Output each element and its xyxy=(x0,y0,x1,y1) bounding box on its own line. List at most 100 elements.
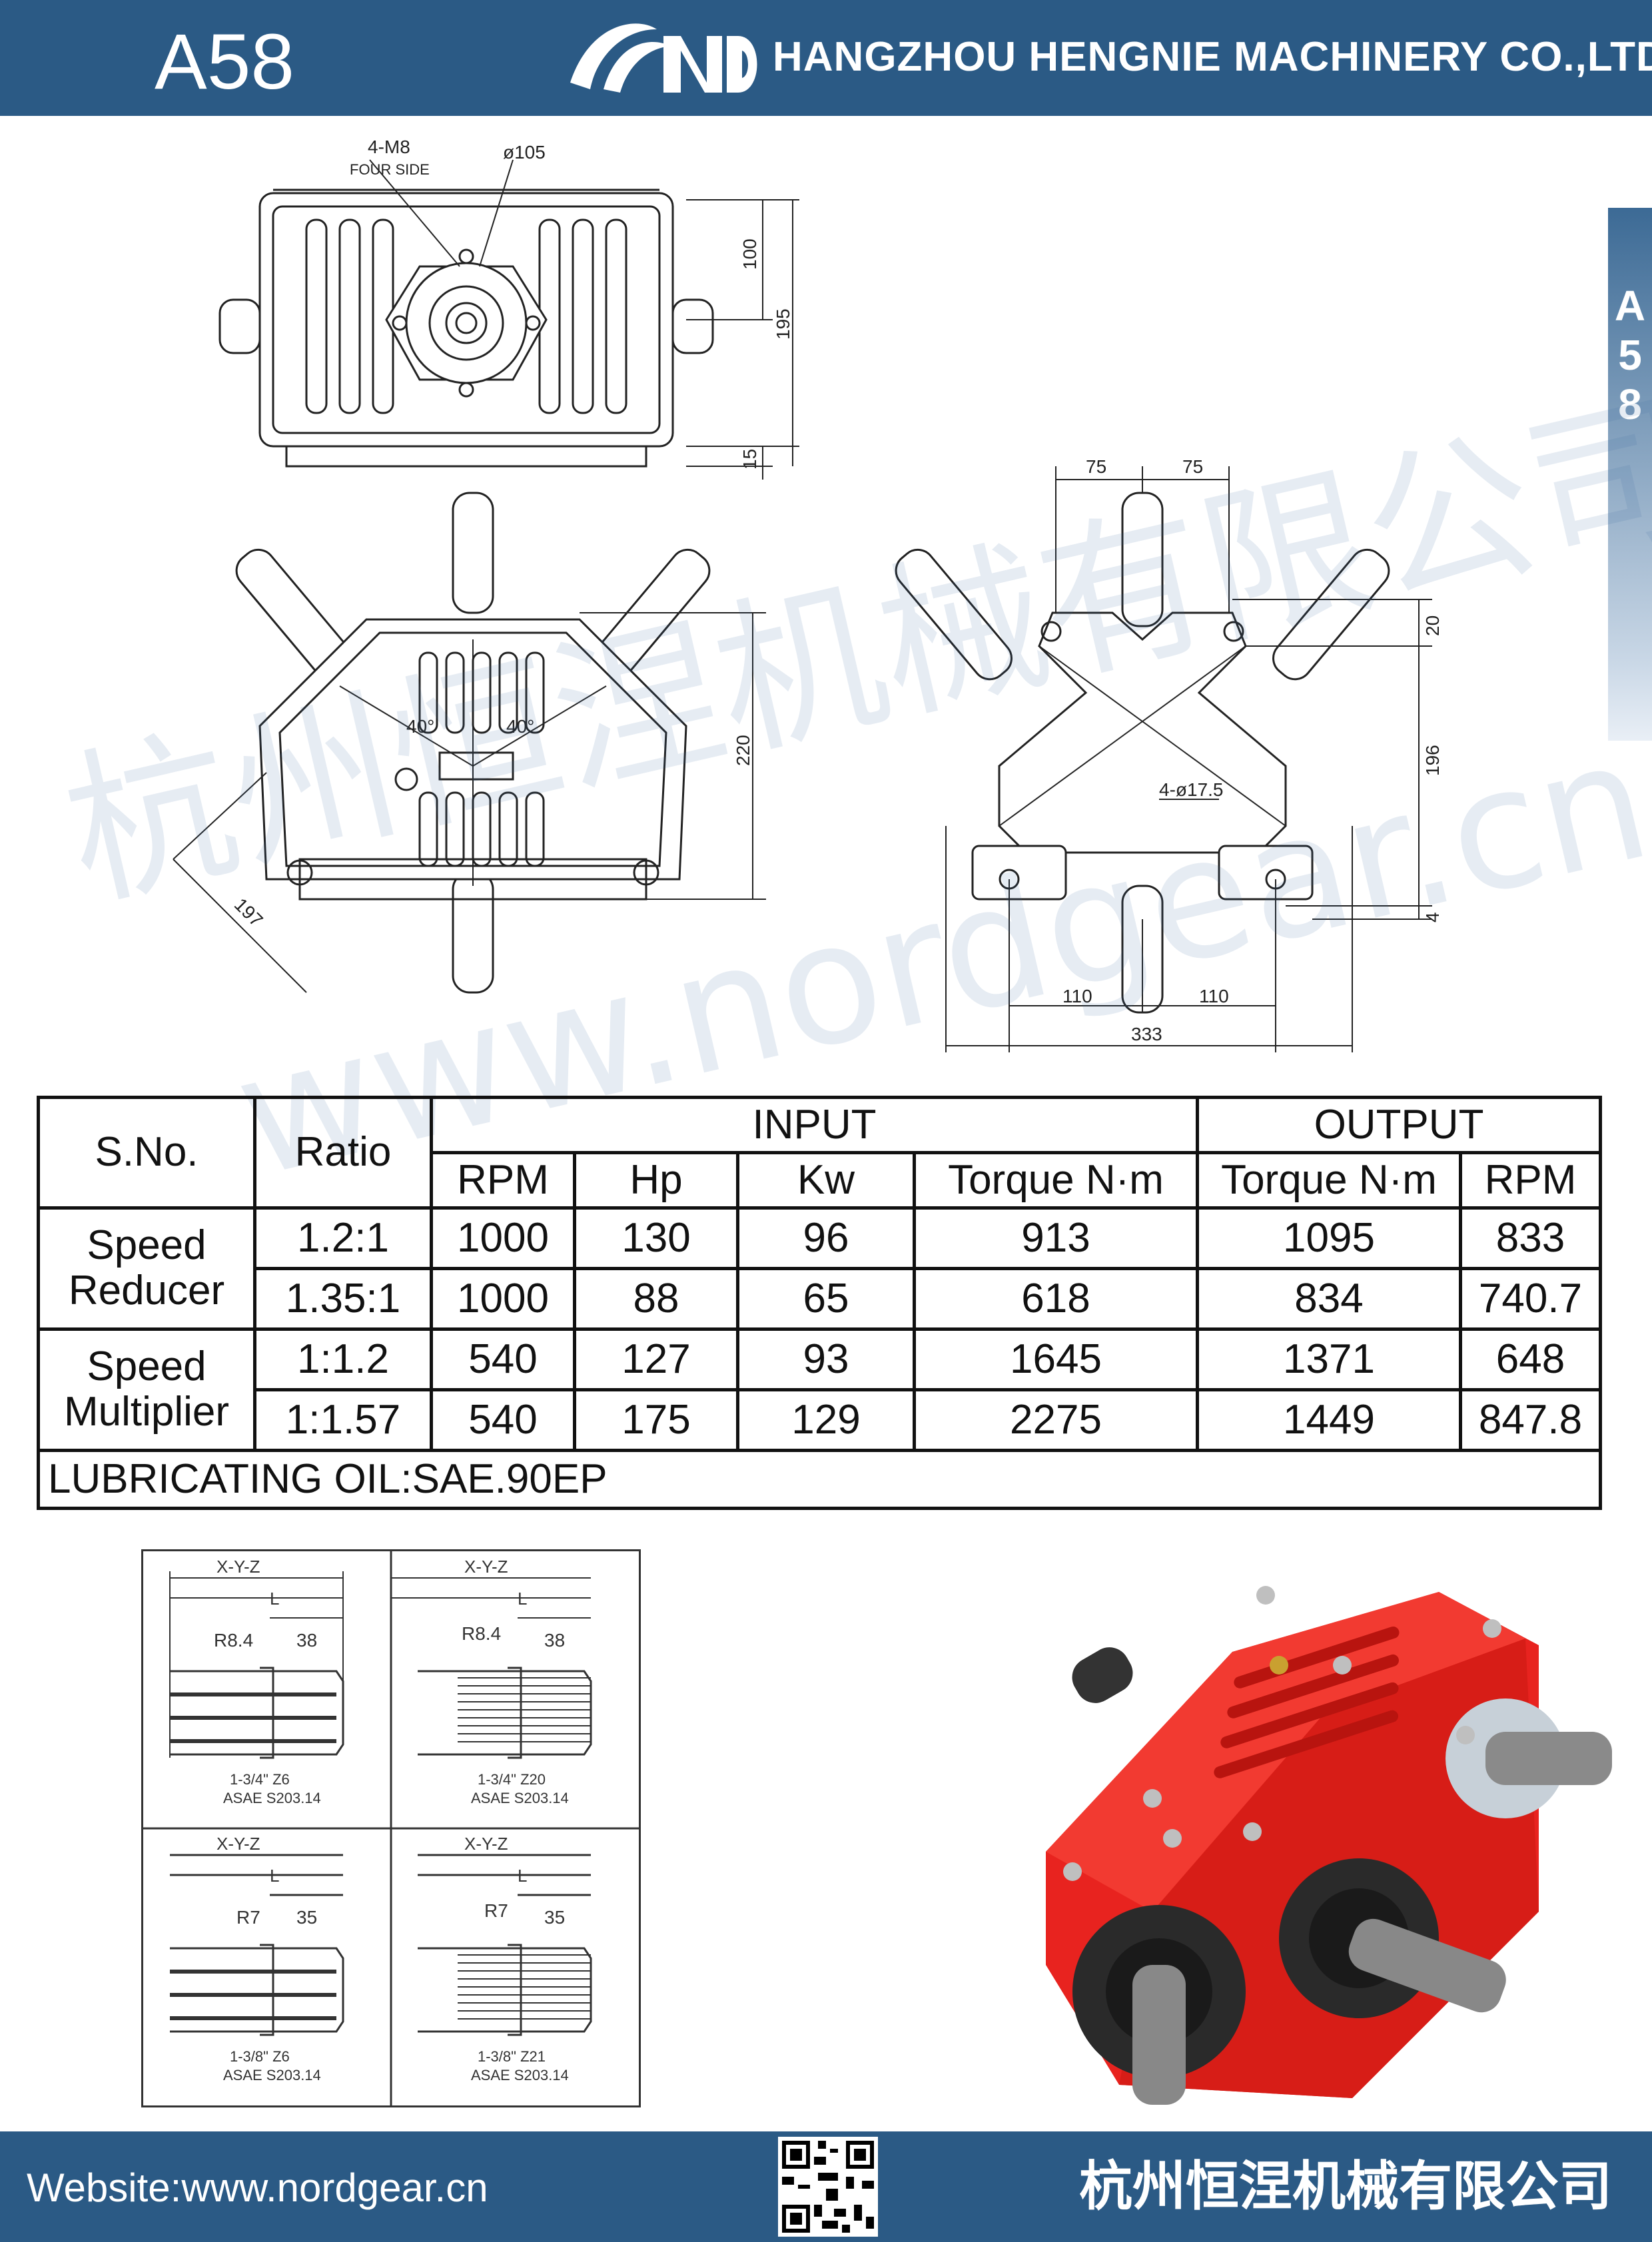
cell-ratio: 1:1.2 xyxy=(253,1327,433,1391)
table-row: Speed Reducer 1.2:1 1000 130 96 913 1095… xyxy=(37,1206,1602,1331)
company-name-cn: 杭州恒涅机械有限公司 xyxy=(1079,2155,1612,2217)
dim-label: 110 xyxy=(1199,986,1229,1006)
spline-radius: R7 xyxy=(236,1907,260,1928)
table-row: 1:1.57 540 175 129 2275 1449 847.8 xyxy=(39,1387,1602,1453)
spline-radius: R8.4 xyxy=(214,1630,254,1651)
group-label: Speed Reducer xyxy=(37,1206,256,1331)
dim-label: 75 xyxy=(1182,456,1203,477)
cell-torque-out: 1449 xyxy=(1196,1387,1462,1453)
group-label-line: Speed xyxy=(87,1343,206,1390)
spline-std: ASAE S203.14 xyxy=(223,1790,321,1806)
website-link[interactable]: Website:www.nordgear.cn xyxy=(27,2165,488,2210)
cell-rpm: 540 xyxy=(430,1327,576,1391)
lubricating-oil: LUBRICATING OIL:SAE.90EP xyxy=(37,1449,1602,1510)
spline-title: X-Y-Z xyxy=(216,1557,260,1577)
header-in-torque: Torque N·m xyxy=(913,1150,1199,1210)
cell-torque-in: 2275 xyxy=(913,1387,1199,1453)
cell-rpm-out: 833 xyxy=(1459,1206,1602,1270)
header-output: OUTPUT xyxy=(1196,1096,1602,1154)
cell-rpm-out: 847.8 xyxy=(1459,1387,1602,1453)
cell-torque-out: 1095 xyxy=(1196,1206,1462,1270)
dim-label: 4 xyxy=(1422,912,1443,923)
spline-len: L xyxy=(518,1866,528,1886)
cell-hp: 127 xyxy=(573,1327,739,1391)
side-tab-letter: A xyxy=(1614,282,1646,330)
cell-ratio: 1:1.57 xyxy=(253,1387,433,1453)
spline-cell: X-Y-Z L R8.4 38 1-3/4" Z6 ASAE S203.14 xyxy=(143,1551,390,1827)
dim-label: 75 xyxy=(1086,456,1106,477)
header-in-kw: Kw xyxy=(736,1150,916,1210)
cell-ratio: 1.35:1 xyxy=(253,1266,433,1331)
header-out-rpm: RPM xyxy=(1459,1150,1602,1210)
cell-rpm: 1000 xyxy=(430,1206,576,1270)
dim-label: 333 xyxy=(1131,1024,1162,1044)
table-row: Speed Multiplier 1:1.2 540 127 93 1645 1… xyxy=(37,1327,1602,1453)
company-name: HANGZHOU HENGNIE MACHINERY CO.,LTD xyxy=(773,34,1652,80)
cell-torque-out: 1371 xyxy=(1196,1327,1462,1391)
spline-std: ASAE S203.14 xyxy=(471,1790,569,1806)
side-tab: A 5 8 xyxy=(1608,208,1652,741)
gearbox-photo xyxy=(953,1565,1619,2111)
spline-size: 1-3/4" Z6 xyxy=(230,1771,290,1788)
dim-label: 110 xyxy=(1062,986,1092,1006)
spline-radius: R8.4 xyxy=(462,1623,502,1644)
group-label-line: Multiplier xyxy=(63,1389,230,1435)
spline-size: 1-3/4" Z20 xyxy=(478,1771,546,1788)
cell-rpm-out: 648 xyxy=(1459,1327,1602,1391)
cell-torque-in: 618 xyxy=(913,1266,1199,1331)
header-bar: A58 HANGZHOU HENGNIE MACHINERY CO.,LTD xyxy=(0,0,1652,116)
cell-hp: 130 xyxy=(573,1206,739,1270)
header-in-rpm: RPM xyxy=(430,1150,576,1210)
cell-kw: 96 xyxy=(736,1206,916,1270)
cell-kw: 93 xyxy=(736,1327,916,1391)
dim-label: 195 xyxy=(773,308,793,340)
spline-cell: X-Y-Z L R7 35 1-3/8" Z21 ASAE S203.14 xyxy=(391,1828,637,2104)
spline-len: L xyxy=(270,1866,280,1886)
spline-dim: 38 xyxy=(296,1630,318,1651)
dim-label: 220 xyxy=(733,735,753,766)
model-number: A58 xyxy=(155,18,294,106)
cell-ratio: 1.2:1 xyxy=(253,1206,433,1270)
dim-label: 40° xyxy=(406,716,434,737)
qr-code-icon xyxy=(778,2137,878,2237)
spline-details: X-Y-Z L R8.4 38 1-3/4" Z6 ASAE S203.14 X… xyxy=(141,1549,641,2107)
cell-hp: 88 xyxy=(573,1266,739,1331)
spline-dim: 35 xyxy=(296,1907,318,1928)
footer-bar: Website:www.nordgear.cn 杭州恒涅机械有限公司 xyxy=(0,2131,1652,2242)
dim-label: 4-ø17.5 xyxy=(1159,779,1224,800)
spline-std: ASAE S203.14 xyxy=(471,2067,569,2083)
header-input: INPUT xyxy=(430,1096,1199,1154)
cell-rpm: 1000 xyxy=(430,1266,576,1331)
dim-label: 100 xyxy=(739,238,760,270)
side-tab-letter: 8 xyxy=(1618,380,1642,428)
dim-label: 196 xyxy=(1422,745,1443,776)
spline-size: 1-3/8" Z6 xyxy=(230,2048,290,2065)
spline-radius: R7 xyxy=(484,1900,508,1921)
spline-len: L xyxy=(270,1589,280,1609)
cell-torque-in: 1645 xyxy=(913,1327,1199,1391)
spline-size: 1-3/8" Z21 xyxy=(478,2048,546,2065)
spline-std: ASAE S203.14 xyxy=(223,2067,321,2083)
side-tab-letter: 5 xyxy=(1618,331,1642,379)
spline-dim: 35 xyxy=(544,1907,566,1928)
dim-label: ø105 xyxy=(503,142,546,163)
cell-rpm: 540 xyxy=(430,1387,576,1453)
dim-label: 20 xyxy=(1422,615,1443,636)
spline-title: X-Y-Z xyxy=(216,1834,260,1854)
cell-kw: 65 xyxy=(736,1266,916,1331)
dim-label: 197 xyxy=(230,894,267,931)
spline-title: X-Y-Z xyxy=(464,1557,508,1577)
group-label-line: Reducer xyxy=(68,1268,225,1314)
dim-label: 4-M8 xyxy=(368,137,410,157)
company-logo-icon xyxy=(564,9,763,109)
spline-dim: 38 xyxy=(544,1630,566,1651)
cell-torque-out: 834 xyxy=(1196,1266,1462,1331)
spline-cell: X-Y-Z L R7 35 1-3/8" Z6 ASAE S203.14 xyxy=(143,1828,390,2104)
top-view-drawing: 4-M8 FOUR SIDE ø105 100 195 15 xyxy=(200,133,839,493)
cell-kw: 129 xyxy=(736,1387,916,1453)
spline-title: X-Y-Z xyxy=(464,1834,508,1854)
front-view-drawing: 40° 40° 220 197 xyxy=(153,486,846,1019)
spline-len: L xyxy=(518,1589,528,1609)
cell-rpm-out: 740.7 xyxy=(1459,1266,1602,1331)
cell-hp: 175 xyxy=(573,1387,739,1453)
